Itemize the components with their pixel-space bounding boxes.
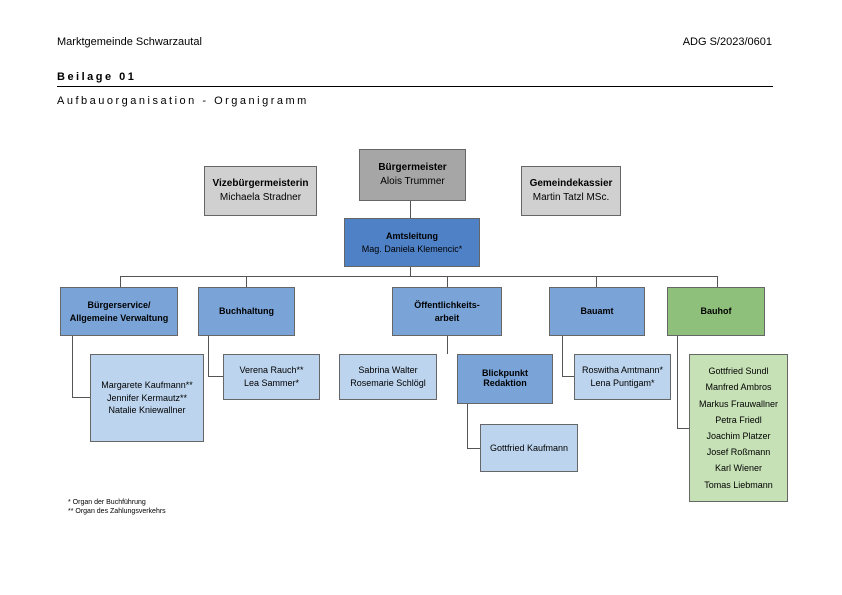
treasurer-title: Gemeindekassier: [529, 178, 613, 189]
member-name: Manfred Ambros: [705, 382, 772, 393]
municipality-name: Marktgemeinde Schwarzautal: [57, 36, 202, 48]
buchhaltung-members-box: Verena Rauch** Lea Sammer*: [223, 354, 320, 400]
dept-buchhaltung-box: Buchhaltung: [198, 287, 295, 336]
vice-mayor-title: Vizebürgermeisterin: [212, 178, 309, 189]
treasurer-name: Martin Tatzl MSc.: [532, 192, 610, 203]
member-name: Rosemarie Schlögl: [350, 378, 426, 388]
vice-mayor-name: Michaela Stradner: [219, 192, 302, 203]
blickpunkt-members-box: Gottfried Kaufmann: [480, 424, 578, 472]
header-rule: [57, 86, 773, 87]
member-name: Tomas Liebmann: [704, 479, 773, 490]
member-name: Lea Sammer*: [243, 378, 300, 388]
member-name: Gottfried Sundl: [708, 366, 769, 377]
office-head-name: Mag. Daniela Klemencic*: [361, 243, 463, 254]
dept-buergerservice-box: Bürgerservice/ Allgemeine Verwaltung: [60, 287, 178, 336]
mayor-name: Alois Trummer: [380, 176, 445, 187]
dept-oeffentlichkeit-title-1: Öffentlichkeits-: [414, 299, 480, 310]
footnote-double-asterisk: ** Organ des Zahlungsverkehrs: [68, 508, 166, 515]
bauamt-members-box: Roswitha Amtmann* Lena Puntigam*: [574, 354, 671, 400]
document-reference: ADG S/2023/0601: [682, 36, 772, 48]
member-name: Margarete Kaufmann**: [101, 380, 193, 391]
dept-oeffentlichkeit-title-2: arbeit: [434, 312, 460, 323]
blickpunkt-title-2: Redaktion: [483, 378, 527, 388]
member-name: Petra Friedl: [715, 414, 762, 425]
oeffentlichkeit-members-box: Sabrina Walter Rosemarie Schlögl: [339, 354, 437, 400]
buergerservice-members-box: Margarete Kaufmann** Jennifer Kermautz**…: [90, 354, 204, 442]
mayor-box: Bürgermeister Alois Trummer: [359, 149, 466, 201]
page-subtitle: Aufbauorganisation - Organigramm: [57, 95, 309, 107]
member-name: Sabrina Walter: [358, 365, 418, 376]
office-head-title: Amtsleitung: [385, 230, 438, 241]
vice-mayor-box: Vizebürgermeisterin Michaela Stradner: [204, 166, 317, 216]
member-name: Karl Wiener: [714, 463, 762, 474]
blickpunkt-title-1: Blickpunkt: [481, 368, 528, 379]
member-name: Gottfried Kaufmann: [489, 442, 569, 453]
blickpunkt-redaktion-box: Blickpunkt Redaktion: [457, 354, 553, 404]
member-name: Natalie Kniewallner: [108, 405, 186, 416]
member-name: Joachim Platzer: [706, 431, 771, 441]
dept-buergerservice-title-2: Allgemeine Verwaltung: [69, 312, 169, 323]
footnote-single-asterisk: * Organ der Buchführung: [68, 499, 146, 506]
bauhof-members-box: Gottfried Sundl Manfred Ambros Markus Fr…: [689, 354, 788, 502]
dept-oeffentlichkeit-box: Öffentlichkeits- arbeit: [392, 287, 502, 336]
member-name: Markus Frauwallner: [698, 398, 779, 409]
dept-bauhof-title: Bauhof: [700, 306, 732, 317]
dept-bauhof-box: Bauhof: [667, 287, 765, 336]
dept-bauamt-box: Bauamt: [549, 287, 645, 336]
mayor-title: Bürgermeister: [378, 162, 447, 173]
dept-buergerservice-title-1: Bürgerservice/: [87, 299, 151, 310]
member-name: Verena Rauch**: [239, 365, 304, 376]
appendix-label: Beilage 01: [57, 71, 137, 83]
dept-buchhaltung-title: Buchhaltung: [219, 306, 274, 317]
office-head-box: Amtsleitung Mag. Daniela Klemencic*: [344, 218, 480, 267]
treasurer-box: Gemeindekassier Martin Tatzl MSc.: [521, 166, 621, 216]
dept-bauamt-title: Bauamt: [580, 306, 614, 317]
member-name: Lena Puntigam*: [590, 378, 655, 388]
member-name: Roswitha Amtmann*: [581, 365, 664, 376]
member-name: Jennifer Kermautz**: [106, 392, 188, 403]
member-name: Josef Roßmann: [706, 447, 771, 458]
